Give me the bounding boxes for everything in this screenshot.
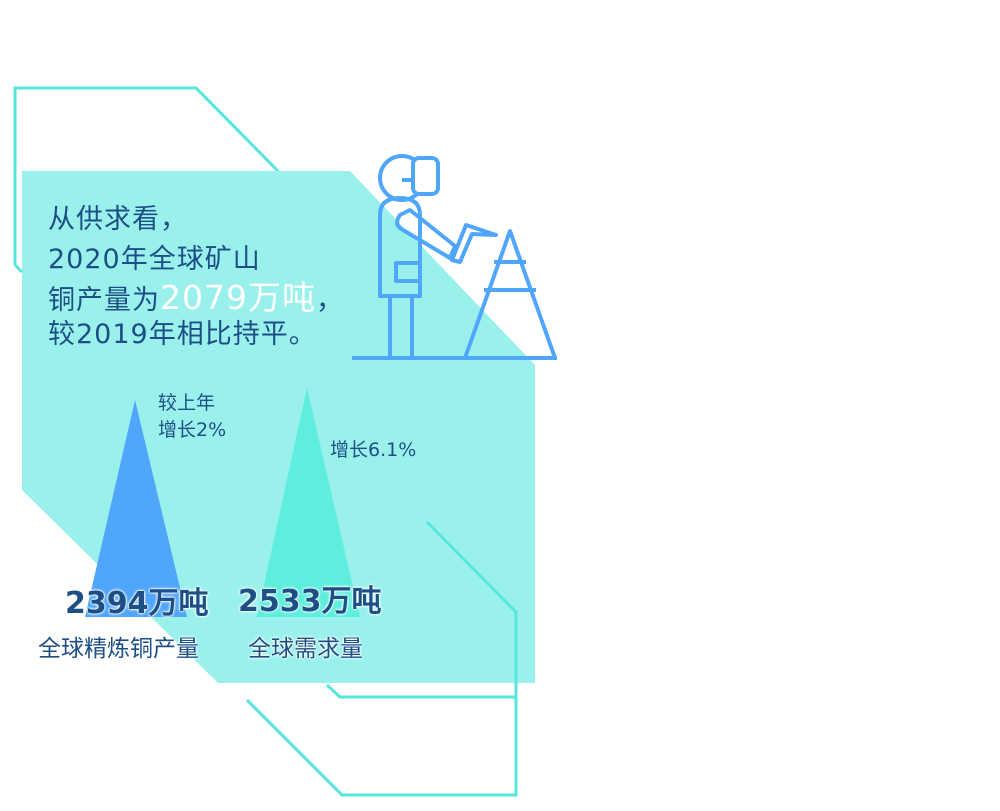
production-value: 2394万吨 <box>65 586 209 621</box>
outline-top-left <box>13 86 280 265</box>
production-change-line-1: 较上年 <box>158 392 216 414</box>
outline-bottom-right <box>245 520 518 797</box>
demand-change: 增长6.1% <box>330 439 417 461</box>
production-triangle <box>85 400 187 617</box>
worker-with-traffic-cone-icon <box>352 154 557 360</box>
production-label: 全球精炼铜产量 <box>38 636 199 662</box>
headline-line-3-suffix: ， <box>315 285 344 316</box>
outline-left-tail <box>13 263 24 274</box>
demand-label: 全球需求量 <box>248 636 363 662</box>
demand-value: 2533万吨 <box>238 584 382 619</box>
headline-line-1: 从供求看， <box>48 204 188 235</box>
headline-line-4: 较2019年相比持平。 <box>48 319 317 350</box>
demand-triangle <box>257 388 360 617</box>
outline-inner-bottom <box>325 683 516 699</box>
production-change-line-2: 增长2% <box>158 419 227 441</box>
headline-highlight-value: 2079万吨 <box>160 278 316 317</box>
headline-line-3: 铜产量为2079万吨， <box>48 278 344 321</box>
headline-line-2: 2020年全球矿山 <box>48 244 261 275</box>
headline-line-3-prefix: 铜产量为 <box>48 285 160 316</box>
